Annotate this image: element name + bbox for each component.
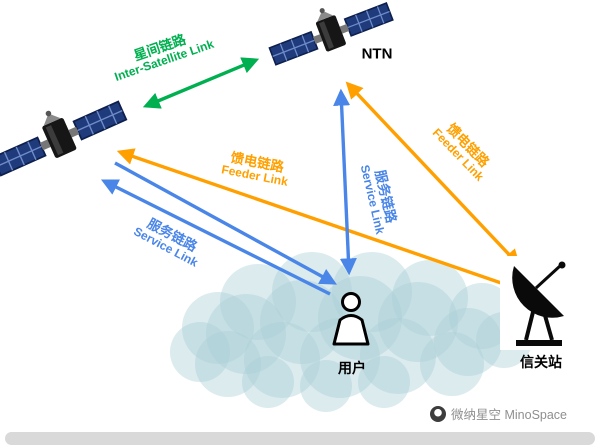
service-link-line-center [333, 88, 357, 276]
coverage-cloud [170, 252, 532, 412]
feeder-link-line-across [116, 148, 511, 288]
bottom-bar [5, 432, 595, 445]
watermark: 微纳星空 MinoSpace [430, 404, 567, 423]
inter-satellite-link-line [142, 57, 260, 109]
gateway-dish-icon [500, 256, 580, 350]
minospace-logo-icon [430, 405, 446, 422]
service-link-line-left-down [114, 161, 337, 285]
user-icon [332, 292, 370, 346]
watermark-text: 微纳星空 MinoSpace [451, 408, 568, 422]
ntn-satellite-label: NTN [361, 45, 393, 63]
service-link-line-left-up [100, 179, 331, 296]
feeder-link-line-right [345, 81, 521, 267]
user-label: 用户 [338, 360, 366, 376]
gateway-label: 信关站 [520, 354, 562, 370]
satellite-left [0, 82, 130, 183]
